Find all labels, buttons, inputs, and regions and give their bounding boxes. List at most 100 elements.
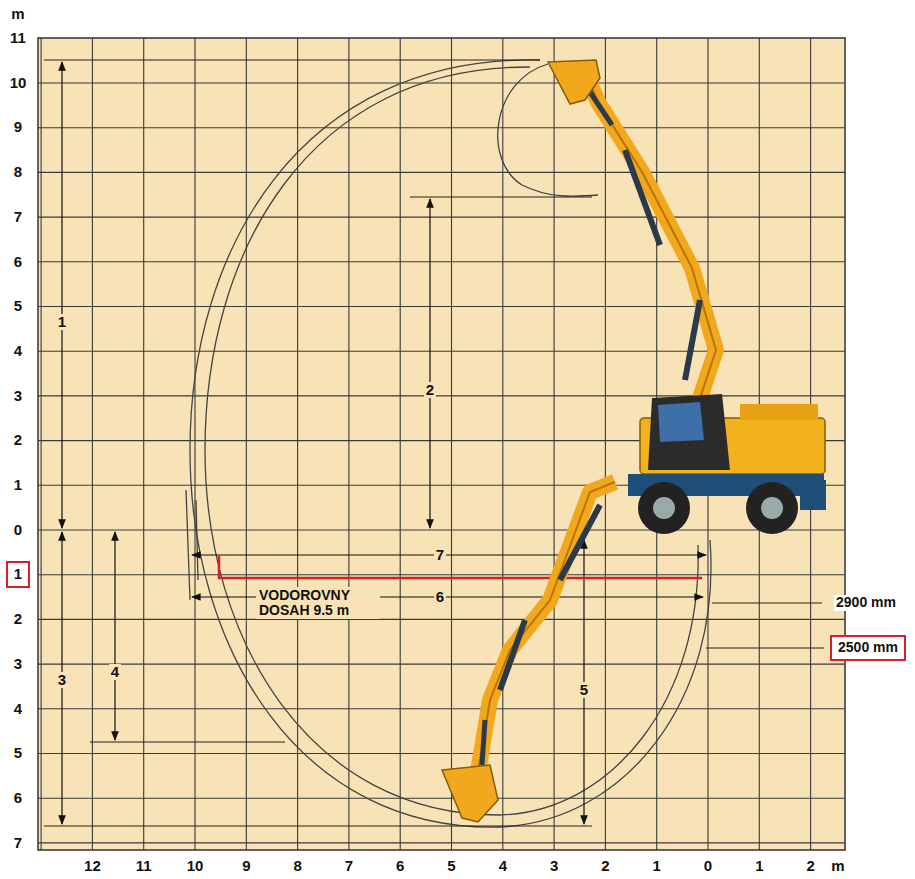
axis-number: 4 — [14, 343, 22, 360]
axis-number: 8 — [293, 858, 301, 875]
axis-number: 4 — [499, 858, 507, 875]
reach-envelope — [205, 67, 698, 815]
axis-number: 10 — [10, 75, 27, 92]
dimension-label: 2900 mm — [834, 595, 898, 610]
dimension-lines — [429, 199, 430, 528]
axis-number: 2 — [601, 858, 609, 875]
rear-wheel — [746, 482, 798, 534]
axis-number: 5 — [447, 858, 455, 875]
grid-lines — [554, 38, 555, 850]
axis-number: 7 — [14, 835, 22, 852]
reach-envelope — [196, 500, 198, 580]
axis-number: 9 — [242, 858, 250, 875]
axis-number: 5 — [14, 745, 22, 762]
lowered-bucket — [442, 765, 498, 822]
callout-number: 2 — [424, 382, 436, 399]
highlight-box: 1 — [6, 561, 30, 588]
arm-cylinder — [500, 620, 525, 690]
grid-lines — [38, 708, 845, 709]
boom-cylinder — [685, 300, 700, 380]
grid-lines — [38, 395, 845, 396]
callout-number: 6 — [434, 589, 446, 606]
front-wheel — [638, 482, 690, 534]
callout-number: 5 — [578, 682, 590, 699]
grid-lines — [297, 38, 298, 850]
axis-number: 11 — [136, 858, 152, 875]
grid-lines — [38, 38, 845, 850]
axis-number: 7 — [14, 209, 22, 226]
grid-lines — [38, 529, 845, 530]
grid-lines — [605, 38, 606, 850]
grid-lines — [38, 172, 845, 173]
axis-unit: m — [11, 6, 24, 23]
axis-number: 3 — [14, 656, 22, 673]
callout-number: 4 — [109, 664, 121, 681]
axis-number: 6 — [14, 790, 22, 807]
boom-cylinder — [560, 505, 600, 580]
reference-lines — [410, 196, 592, 197]
axis-number: 6 — [396, 858, 404, 875]
excavator-illustration — [442, 60, 826, 822]
reference-lines — [44, 60, 592, 826]
front-hub — [653, 497, 675, 519]
grid-lines — [194, 38, 195, 850]
axis-number: 1 — [755, 858, 763, 875]
reach-envelope — [190, 60, 711, 827]
leader-lines — [706, 648, 824, 649]
axis-number: 2 — [14, 611, 22, 628]
grid-lines — [38, 664, 845, 665]
grid-lines — [400, 38, 401, 850]
callout-number: 1 — [56, 314, 68, 331]
axis-number: 6 — [14, 254, 22, 271]
highlighted-value: 1 — [14, 566, 22, 583]
highlight-box: 2500 mm — [830, 635, 906, 660]
cab — [648, 394, 730, 470]
axis-number: 11 — [10, 30, 26, 47]
reference-lines — [90, 741, 285, 742]
axis-number: 1 — [14, 477, 22, 494]
stabilizer — [800, 480, 826, 510]
cab-window — [658, 402, 704, 442]
grid-lines — [38, 574, 845, 575]
grid-lines — [92, 38, 93, 850]
reach-envelope — [186, 60, 711, 827]
grid-lines — [451, 38, 452, 850]
axis-unit: m — [831, 858, 844, 875]
horizontal-reach-line — [219, 556, 702, 578]
raised-bucket — [548, 60, 600, 104]
grid-lines — [38, 82, 845, 83]
axis-number: 4 — [14, 701, 22, 718]
highlighted-value: 2500 mm — [838, 640, 898, 655]
grid-lines — [143, 38, 144, 850]
grid-lines — [38, 619, 845, 620]
leader-lines — [706, 603, 824, 648]
grid-lines — [38, 842, 845, 843]
axis-number: 3 — [550, 858, 558, 875]
bucket-cylinder — [482, 720, 485, 765]
lowered-boom-edge — [475, 482, 615, 790]
horizontal-reach-line — [219, 556, 702, 578]
axis-number: 2 — [806, 858, 814, 875]
axis-number: 8 — [14, 164, 22, 181]
reach-note: VODOROVNY DOSAH 9.5 m — [256, 587, 380, 620]
engine-hood — [740, 404, 818, 420]
bucket-cylinder — [590, 92, 612, 125]
axis-number: 7 — [345, 858, 353, 875]
grid-lines — [246, 38, 247, 850]
arm-cylinder — [625, 150, 660, 245]
grid-lines — [348, 38, 349, 850]
callout-number: 3 — [56, 672, 68, 689]
rear-hub — [761, 497, 783, 519]
axis-number: 2 — [14, 432, 22, 449]
lowered-boom — [475, 482, 615, 790]
grid-lines — [38, 261, 845, 262]
axis-number: 1 — [653, 858, 661, 875]
leader-lines — [712, 603, 822, 604]
grid-lines — [38, 127, 845, 128]
grid-lines — [41, 38, 42, 850]
dimension-lines — [62, 62, 706, 824]
raised-boom — [585, 72, 716, 398]
grid-lines — [38, 798, 845, 799]
